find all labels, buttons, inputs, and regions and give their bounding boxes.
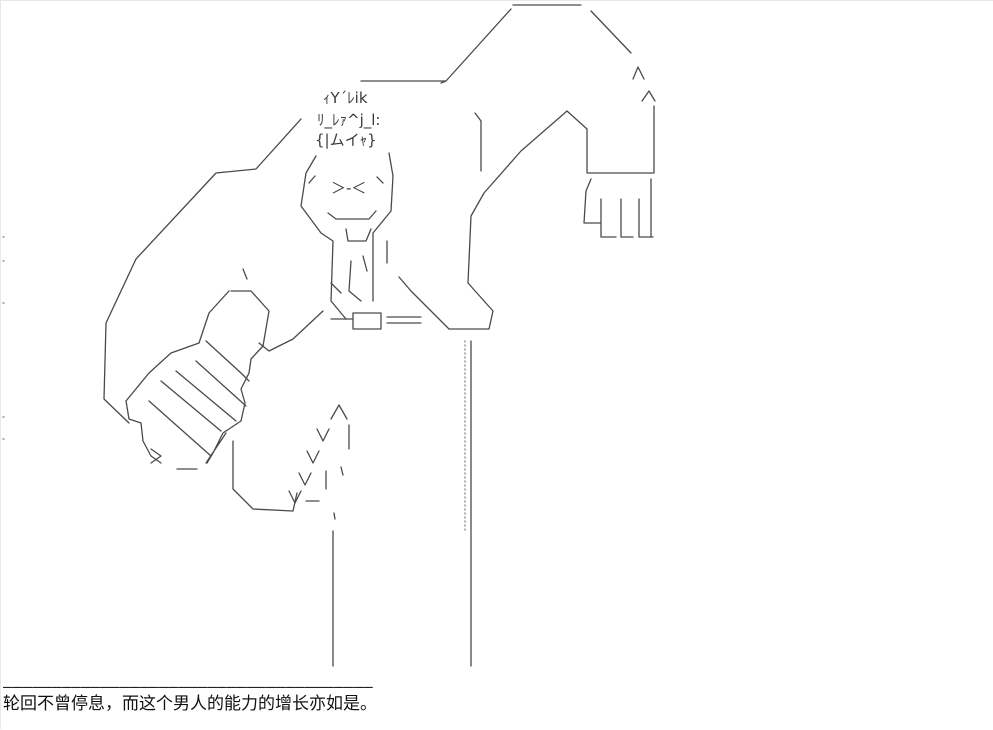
face-line-1: ｨY´ﾚik	[323, 89, 368, 107]
face-line-3: {|ムイｬ}	[315, 131, 377, 149]
left-arm-outline	[103, 4, 632, 424]
central-figure	[258, 152, 450, 352]
caption-text: 轮回不曾停息，而这个男人的能力的增长亦如是。	[3, 694, 377, 714]
edge-marks	[2, 236, 6, 440]
face-eyes: ＞‐＜	[331, 179, 366, 197]
lower-body	[232, 340, 472, 667]
right-arm-outline	[448, 66, 656, 330]
face-line-2: ﾘ_ﾚｧ^j_l:	[317, 111, 380, 130]
divider-line: ——————————————————————————————————————	[3, 677, 373, 696]
left-fist	[125, 268, 270, 470]
